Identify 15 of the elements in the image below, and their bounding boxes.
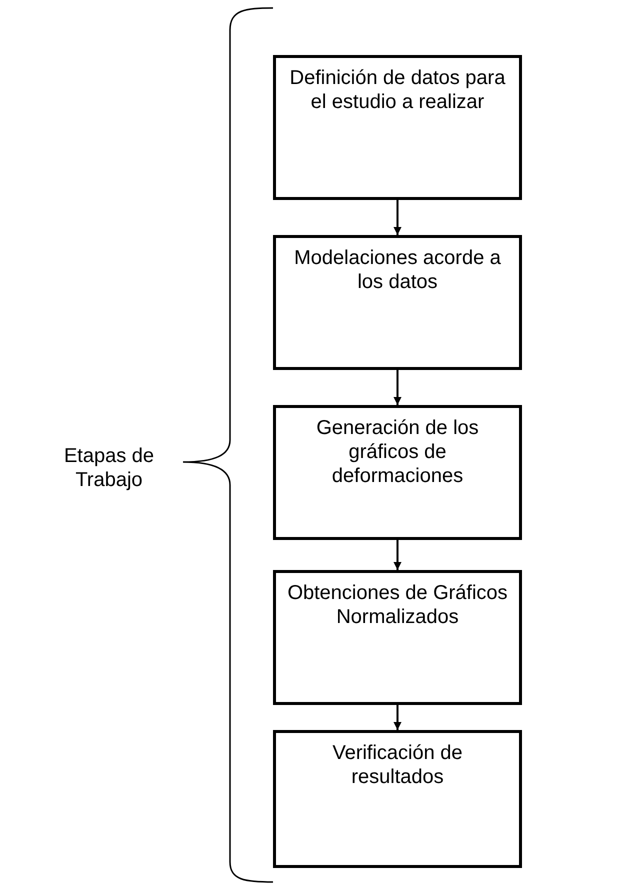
arrow: [394, 705, 402, 730]
process-box: [273, 730, 522, 868]
arrow: [394, 370, 402, 405]
arrow: [394, 540, 402, 570]
box-text: Generación de los gráficos de deformaciones: [315, 416, 480, 488]
box-text: Obtenciones de Gráficos Normalizados: [286, 581, 509, 629]
box-text: Modelaciones acorde a los datos: [293, 246, 502, 294]
process-box: [273, 405, 522, 540]
process-box: [273, 55, 522, 200]
process-box: [273, 570, 522, 705]
brace-label: Etapas de Trabajo: [62, 444, 156, 492]
process-box: [273, 235, 522, 370]
box-text: Verificación de resultados: [331, 741, 464, 789]
arrow: [394, 200, 402, 235]
box-text: Definición de datos para el estudio a realizar: [288, 66, 506, 114]
